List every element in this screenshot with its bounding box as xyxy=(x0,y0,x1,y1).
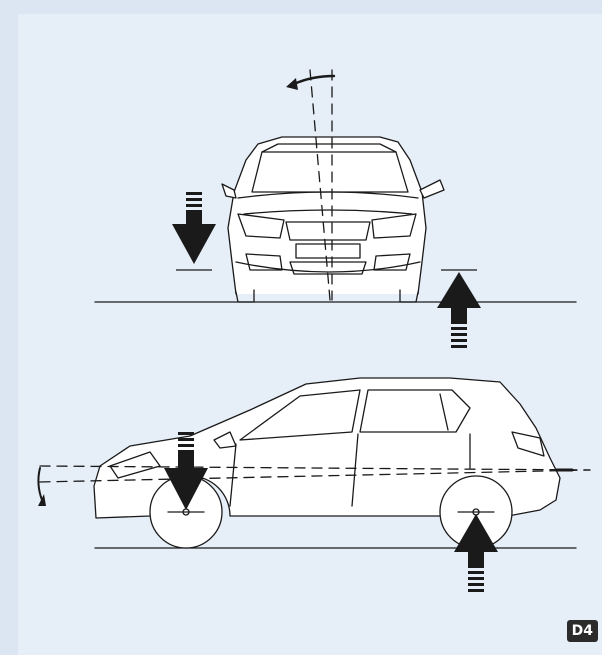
rotation-arrow-icon xyxy=(286,76,334,90)
left-mirror xyxy=(222,184,236,198)
up-arrow-icon xyxy=(437,272,481,348)
down-arrow-icon xyxy=(172,192,216,264)
right-mirror xyxy=(420,180,444,198)
pitch-arrow-icon xyxy=(38,468,46,506)
figure-badge: D4 xyxy=(567,620,598,642)
front-view-car xyxy=(95,70,576,302)
side-view-car xyxy=(40,378,590,548)
